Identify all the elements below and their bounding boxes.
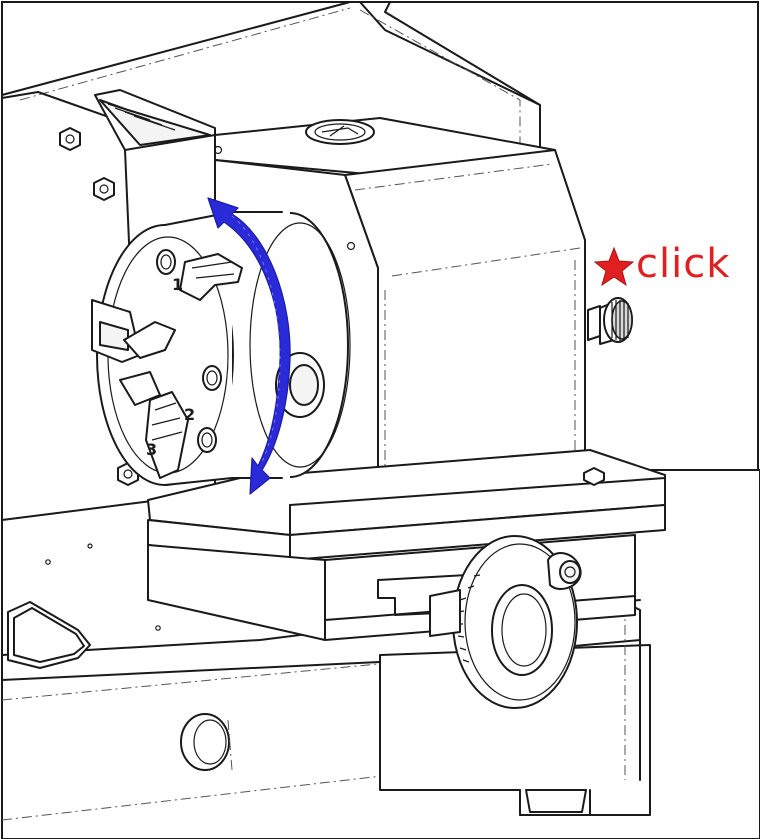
jaw-number-1: 1 (172, 275, 183, 294)
bolt-mid-left (93, 177, 115, 201)
chuck-jaw-lower (119, 371, 189, 479)
three-jaw-chuck: 1 2 3 (91, 211, 243, 486)
rotation-arrow-icon (207, 197, 291, 495)
chuck-jaw-left (91, 299, 176, 363)
thumb-lock-knob[interactable] (587, 297, 633, 345)
chuck-rear-cylinder (231, 211, 351, 479)
click-callout-label: click (636, 241, 731, 287)
jaw-number-2: 2 (184, 405, 195, 424)
chuck-jaw-upper (179, 253, 243, 301)
red-star-icon (593, 246, 635, 287)
logo-plate (305, 119, 375, 145)
handwheel (429, 535, 582, 709)
jaw-number-3: 3 (146, 440, 157, 459)
bolt-upper-left (59, 127, 81, 151)
plate-bolt-right (583, 467, 605, 486)
